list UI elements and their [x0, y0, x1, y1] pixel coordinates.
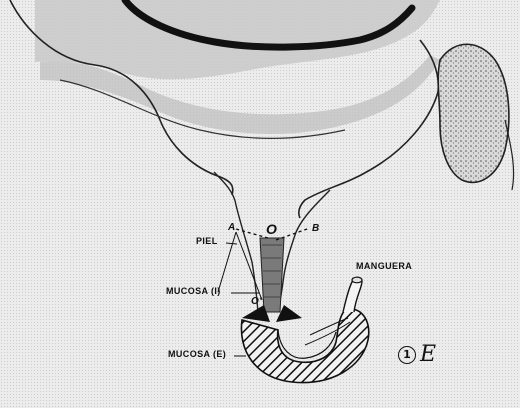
stippled-gland — [438, 44, 509, 182]
label-manguera: MANGUERA — [356, 262, 412, 271]
point-b-label: B — [312, 224, 320, 234]
point-o-label: O — [266, 222, 277, 236]
hose-opening — [352, 277, 362, 283]
label-piel: PIEL — [196, 237, 218, 246]
label-mucosa-interna: MUCOSA (I) — [166, 287, 221, 296]
mucosa-tube — [260, 238, 284, 312]
point-o-prime-label: O' — [251, 297, 262, 307]
label-mucosa-externa: MUCOSA (E) — [168, 350, 226, 359]
figure-number: 1 E — [398, 342, 436, 367]
figure-number-digit: 1 — [403, 348, 411, 361]
figure-number-circle: 1 — [398, 346, 416, 364]
figure-letter: E — [420, 342, 436, 367]
point-a-label: A — [228, 223, 236, 233]
